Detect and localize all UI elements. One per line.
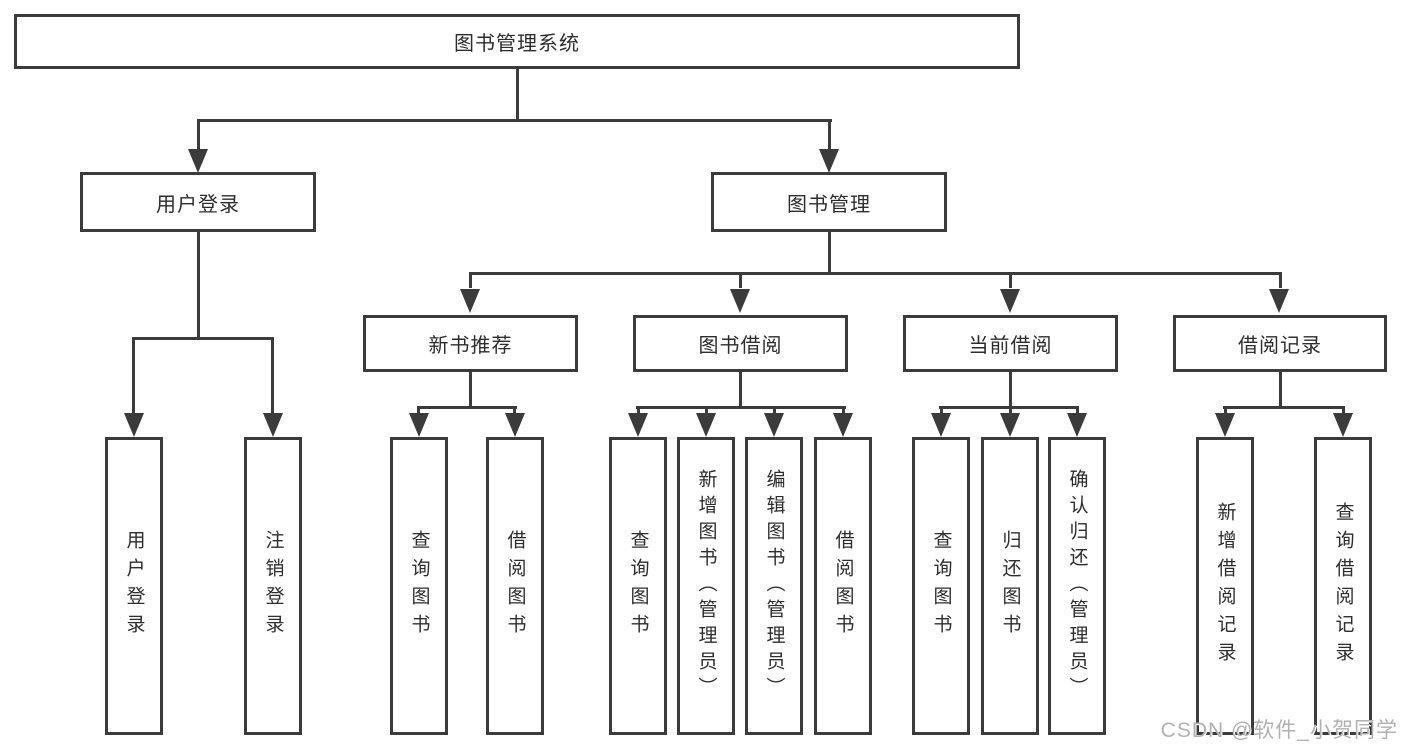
arrowhead-down-icon — [628, 413, 648, 437]
connector-drop-leaf — [1076, 406, 1079, 416]
arrowhead-down-icon — [188, 149, 208, 173]
connector-drop-leaf — [940, 406, 943, 416]
connector-drop-leaf — [271, 337, 274, 415]
connector-section-stem — [1279, 371, 1282, 409]
leaf-add-book-admin: 新增图书（管理员） — [677, 437, 735, 735]
arrowhead-down-icon — [1067, 413, 1087, 437]
arrowhead-down-icon — [833, 413, 853, 437]
leaf-query-borrow-record: 查询借阅记录 — [1314, 437, 1372, 735]
connector-drop-section — [469, 272, 472, 288]
arrowhead-down-icon — [1000, 413, 1020, 437]
connector-user-login-stem — [197, 231, 200, 340]
arrowhead-down-icon — [1333, 413, 1353, 437]
connector-drop-leaf — [773, 406, 776, 416]
arrowhead-down-icon — [1215, 413, 1235, 437]
leaf-logout: 注销登录 — [244, 437, 302, 735]
connector-book-management-crossbar — [469, 272, 1282, 275]
arrowhead-down-icon — [931, 413, 951, 437]
node-borrow-records: 借阅记录 — [1173, 315, 1387, 372]
connector-drop-leaf — [637, 406, 640, 416]
node-book-borrow: 图书借阅 — [633, 315, 848, 372]
connector-section-stem — [469, 371, 472, 409]
leaf-borrow-book: 借阅图书 — [486, 437, 544, 735]
arrowhead-down-icon — [460, 289, 480, 313]
connector-drop-section — [739, 272, 742, 288]
leaf-query-book: 查询图书 — [390, 437, 448, 735]
node-new-book-recommend: 新书推荐 — [363, 315, 578, 372]
connector-drop-leaf — [1224, 406, 1227, 416]
node-user-login: 用户登录 — [80, 172, 316, 232]
leaf-borrow-book: 借阅图书 — [814, 437, 872, 735]
connector-user-login-crossbar — [132, 337, 274, 340]
connector-section-crossbar — [417, 406, 517, 409]
arrowhead-down-icon — [819, 149, 839, 173]
connector-section-crossbar — [1223, 406, 1345, 409]
leaf-user-login: 用户登录 — [105, 437, 163, 735]
connector-section-stem — [739, 371, 742, 409]
node-library-management-system: 图书管理系统 — [14, 14, 1020, 69]
connector-drop-section — [1279, 272, 1282, 288]
connector-drop-leaf — [705, 406, 708, 416]
leaf-confirm-return-admin: 确认归还（管理员） — [1048, 437, 1106, 735]
connector-book-management-stem — [828, 231, 831, 275]
leaf-edit-book-admin: 编辑图书（管理员） — [745, 437, 803, 735]
connector-drop-leaf — [1342, 406, 1345, 416]
connector-drop-leaf — [417, 406, 420, 416]
arrowhead-down-icon — [1000, 289, 1020, 313]
connector-drop-section — [1009, 272, 1012, 288]
connector-root-crossbar — [197, 119, 832, 122]
arrowhead-down-icon — [764, 413, 784, 437]
connector-root-stem — [516, 68, 519, 122]
leaf-add-borrow-record: 新增借阅记录 — [1196, 437, 1254, 735]
watermark: CSDN @软件_小贺同学 — [1160, 719, 1398, 742]
arrowhead-down-icon — [1269, 289, 1289, 313]
leaf-query-book: 查询图书 — [912, 437, 970, 735]
connector-drop-book-management — [828, 119, 831, 151]
leaf-return-book: 归还图书 — [981, 437, 1039, 735]
connector-drop-leaf — [132, 337, 135, 415]
connector-drop-leaf — [1009, 406, 1012, 416]
node-book-management: 图书管理 — [711, 172, 947, 232]
connector-drop-user-login — [197, 119, 200, 151]
arrowhead-down-icon — [505, 413, 525, 437]
node-current-borrow: 当前借阅 — [903, 315, 1118, 372]
arrowhead-down-icon — [696, 413, 716, 437]
connector-section-stem — [1009, 371, 1012, 409]
connector-section-crossbar — [636, 406, 846, 409]
arrowhead-down-icon — [409, 413, 429, 437]
connector-drop-leaf — [513, 406, 516, 416]
leaf-query-book: 查询图书 — [609, 437, 667, 735]
arrowhead-down-icon — [263, 413, 283, 437]
arrowhead-down-icon — [730, 289, 750, 313]
arrowhead-down-icon — [124, 413, 144, 437]
connector-drop-leaf — [842, 406, 845, 416]
